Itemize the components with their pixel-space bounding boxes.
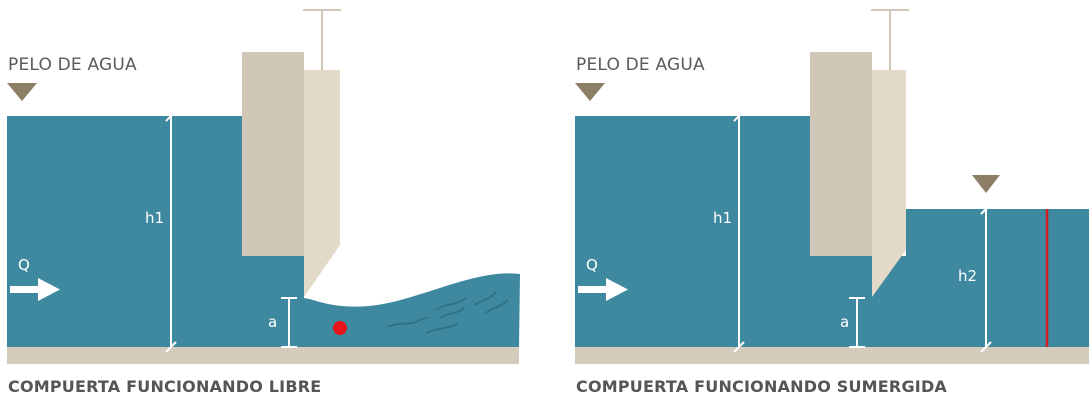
gate-body [810, 52, 872, 256]
submerged-flow-diagram [575, 9, 1089, 364]
gate-front [872, 70, 906, 297]
flow-label: Q [18, 256, 30, 274]
h2-tick-top [980, 203, 992, 215]
h1-tick-bottom [165, 341, 177, 353]
h1-tick-bottom [733, 341, 745, 353]
ground [7, 347, 519, 364]
flow-arrow-icon [578, 278, 628, 301]
gate-body [242, 52, 304, 256]
a-label: a [840, 313, 850, 331]
ground [575, 347, 1089, 364]
flow-label: Q [586, 256, 598, 274]
h1-tick-top [165, 110, 177, 122]
water-level-label: PELO DE AGUA [576, 55, 705, 75]
h1-tick-top [733, 110, 745, 122]
upstream-water [7, 116, 304, 347]
h1-label: h1 [145, 209, 165, 227]
ripple-lines [387, 291, 509, 334]
downstream-level-marker-icon [972, 175, 1000, 193]
downstream-water [872, 209, 1089, 347]
h2-tick-bottom [980, 341, 992, 353]
panel-caption: COMPUERTA FUNCIONANDO SUMERGIDA [576, 377, 948, 396]
water-level-label: PELO DE AGUA [8, 55, 137, 75]
downstream-water [304, 273, 520, 347]
flow-arrow-icon [10, 278, 60, 301]
a-label: a [268, 313, 278, 331]
h2-label: h2 [958, 267, 978, 285]
h1-label: h1 [713, 209, 733, 227]
water-level-marker-icon [575, 83, 605, 101]
panel-free-flow: PELO DE AGUA h1 a Q COMPUERTA FUNCIONAND… [0, 0, 520, 402]
free-flow-diagram [7, 9, 520, 364]
water-level-marker-icon [7, 83, 37, 101]
panel-submerged-flow: PELO DE AGUA h1 h2 a Q COMPUERTA FUNCION… [568, 0, 1089, 402]
gate-front [304, 70, 340, 297]
upstream-water [575, 116, 872, 347]
panel-caption: COMPUERTA FUNCIONANDO LIBRE [8, 377, 322, 396]
water-surface-white [303, 296, 381, 304]
red-dot-icon [333, 321, 347, 335]
